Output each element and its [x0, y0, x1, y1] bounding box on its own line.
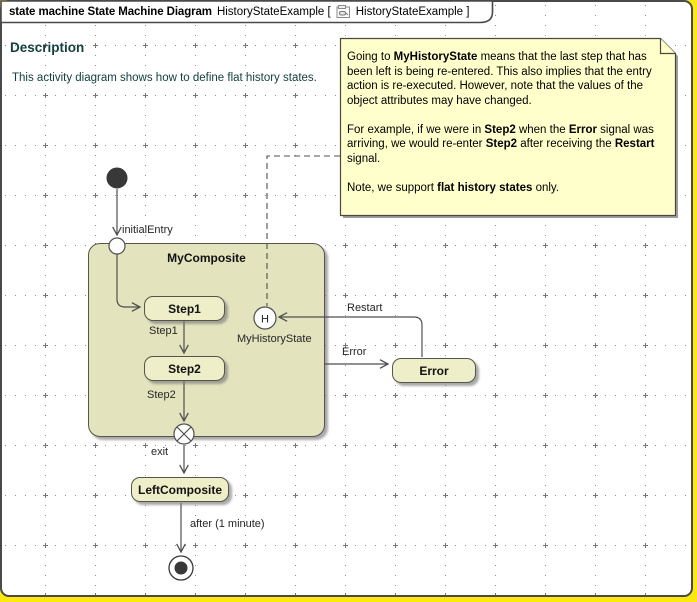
state-error-label: Error [419, 363, 449, 378]
note-paragraph: Note, we support flat history states onl… [347, 181, 560, 194]
frame-title-tab[interactable]: state machine State Machine Diagram Hist… [0, 0, 500, 28]
note-body[interactable] [339, 37, 677, 217]
frame-title: state machine State Machine Diagram Hist… [9, 4, 469, 20]
note[interactable] [337, 35, 681, 221]
state-step2-label: Step2 [168, 361, 201, 376]
note-fold-corner [659, 38, 676, 55]
transition-error-label[interactable]: Error [342, 346, 367, 358]
transition-exit-label[interactable]: exit [151, 446, 169, 458]
frame-title-ref: HistoryStateExample ] [355, 6, 470, 18]
note-paragraph: For example, if we were in Step2 when th… [347, 123, 655, 165]
state-step1[interactable]: Step1 [144, 296, 225, 321]
history-state-name-label[interactable]: MyHistoryState [237, 333, 312, 345]
frame-title-kind: state machine State Machine Diagram [9, 6, 212, 18]
frame-title-name: HistoryStateExample [ [216, 6, 331, 18]
state-step1-label: Step1 [168, 301, 201, 316]
state-leftcomposite-label: LeftComposite [138, 482, 222, 497]
state-mycomposite-label: MyComposite [167, 251, 246, 265]
description-body: This activity diagram shows how to defin… [12, 72, 317, 84]
state-error[interactable]: Error [392, 358, 476, 383]
transition-restart-label[interactable]: Restart [347, 302, 383, 314]
state-leftcomposite[interactable]: LeftComposite [131, 477, 229, 502]
state-step2[interactable]: Step2 [144, 356, 225, 381]
note-paragraph: Going to MyHistoryState means that the l… [347, 51, 652, 107]
transition-step1-label[interactable]: Step1 [149, 325, 178, 337]
transition-initialentry-label[interactable]: initialEntry [122, 224, 173, 236]
transition-after-label[interactable]: after (1 minute) [190, 518, 265, 530]
state-machine-diagram-icon [336, 5, 350, 18]
note-text: Going to MyHistoryState means that the l… [347, 50, 669, 195]
description-heading[interactable]: Description [10, 40, 85, 55]
frame-title-tab-shape [0, 0, 494, 24]
transition-step2-label[interactable]: Step2 [147, 389, 176, 401]
